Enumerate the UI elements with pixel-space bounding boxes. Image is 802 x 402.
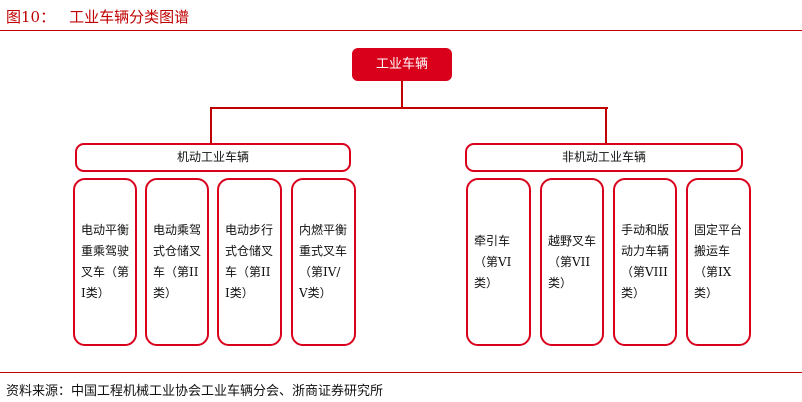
leaf-node: 电动步行式仓储叉车（第III类） <box>217 178 282 346</box>
group-non-motorized: 非机动工业车辆 <box>465 143 743 172</box>
leaf-label: 电动步行式仓储叉车（第III类） <box>225 223 274 300</box>
leaf-node: 电动平衡重乘驾驶叉车（第I类） <box>73 178 137 346</box>
root-node: 工业车辆 <box>352 48 452 81</box>
leaf-node: 内燃平衡重式叉车（第IV/V类） <box>291 178 356 346</box>
leaf-label: 电动乘驾式仓储叉车（第II类） <box>153 223 202 300</box>
connector <box>401 80 403 109</box>
leaf-label: 电动平衡重乘驾驶叉车（第I类） <box>81 223 130 300</box>
source-note: 资料来源：中国工程机械工业协会工业车辆分会、浙商证券研究所 <box>6 384 384 399</box>
leaf-label: 固定平台搬运车（第IX类） <box>694 223 743 300</box>
leaf-node: 牵引车（第VI类） <box>466 178 531 346</box>
group-motorized: 机动工业车辆 <box>75 143 351 172</box>
figure-title: 图10： 工业车辆分类图谱 <box>6 6 203 27</box>
group-label: 机动工业车辆 <box>176 150 249 164</box>
root-label: 工业车辆 <box>375 57 428 72</box>
connector <box>210 107 608 109</box>
leaf-node: 固定平台搬运车（第IX类） <box>686 178 751 346</box>
leaf-label: 牵引车（第VI类） <box>474 233 512 290</box>
connector <box>605 107 607 144</box>
group-label: 非机动工业车辆 <box>561 150 646 164</box>
bottom-divider <box>0 372 802 373</box>
connector <box>210 107 212 144</box>
leaf-node: 手动和版动力车辆（第VIII类） <box>613 178 677 346</box>
figure-title-text: 工业车辆分类图谱 <box>69 8 190 26</box>
leaf-label: 越野叉车（第VII类） <box>548 233 597 290</box>
leaf-label: 手动和版动力车辆（第VIII类） <box>621 223 670 300</box>
leaf-node: 越野叉车（第VII类） <box>540 178 604 346</box>
leaf-node: 电动乘驾式仓储叉车（第II类） <box>145 178 209 346</box>
top-divider <box>0 30 802 31</box>
leaf-label: 内燃平衡重式叉车（第IV/V类） <box>299 223 348 300</box>
figure-number: 图10： <box>6 8 56 26</box>
